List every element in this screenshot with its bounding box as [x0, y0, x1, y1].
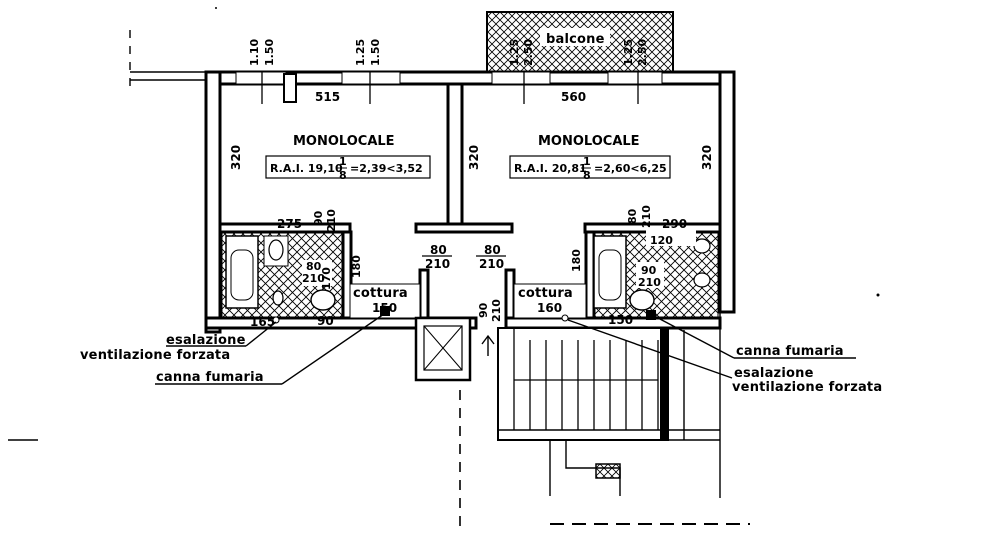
- bidet-right: [693, 272, 711, 288]
- bath-dimensions: 275 90 210 180 80 210 170 165 90 290 80 …: [250, 205, 687, 329]
- note-canna-right: canna fumaria: [736, 344, 844, 359]
- dim-door-l-h: 210: [425, 257, 450, 271]
- dim-door-r-h: 210: [479, 257, 504, 271]
- rai-right-den: 8: [583, 169, 591, 182]
- balcony: balcone: [486, 11, 674, 73]
- rai-left: R.A.I. 19,10: [270, 162, 343, 175]
- outer-walls: [130, 70, 736, 334]
- note-canna-left: canna fumaria: [156, 370, 264, 385]
- dim-515: 515: [315, 90, 340, 104]
- rai-right-num: 1: [583, 155, 591, 168]
- left-bathroom: [221, 231, 343, 319]
- room-name-right: MONOLOCALE: [538, 134, 640, 149]
- rai-left-result: =2,39<3,52: [350, 162, 423, 175]
- dim-window-l1b: 1.50: [263, 39, 276, 66]
- kitchen-left-w: 150: [372, 301, 397, 315]
- dim-window-r1b: 2.50: [522, 39, 535, 66]
- dim-window-r2b: 2.50: [636, 39, 649, 66]
- dim-bath-r-120: 120: [650, 234, 673, 247]
- balcony-label: balcone: [546, 32, 605, 47]
- bidet-left: [272, 290, 284, 306]
- stairwell: [414, 312, 721, 498]
- dim-bath-r-290: 290: [662, 217, 687, 231]
- sink-left: [310, 289, 336, 311]
- sink-right: [629, 289, 655, 311]
- note-ventilazione-right: ventilazione forzata: [732, 380, 882, 395]
- dim-bath-l-90b: 90: [317, 314, 334, 328]
- dim-bath-l-180: 180: [350, 255, 363, 278]
- dim-bath-l-170: 170: [320, 267, 333, 290]
- rai-left-den: 8: [339, 169, 347, 182]
- annotations: esalazione ventilazione forzata canna fu…: [80, 333, 882, 395]
- note-esalazione-left: esalazione: [166, 333, 246, 348]
- dim-window-l2a: 1.25: [354, 39, 367, 66]
- left-room: MONOLOCALE R.A.I. 19,10 1 8 =2,39<3,52 5…: [229, 90, 431, 315]
- dim-entry-90: 90: [477, 302, 490, 318]
- dim-window-r1a: 1.25: [508, 39, 521, 66]
- door-dimensions: 80 210 80 210 90 210: [422, 243, 506, 322]
- toilet-left: [268, 239, 284, 261]
- kitchen-right: cottura: [518, 286, 573, 301]
- dim-bath-l-210b: 210: [302, 272, 325, 285]
- right-bathroom: [593, 228, 719, 319]
- dim-320-left: 320: [229, 145, 243, 170]
- dim-bath-l-165: 165: [250, 315, 275, 329]
- room-name-left: MONOLOCALE: [293, 134, 395, 149]
- leader-lines: [155, 313, 856, 385]
- kitchen-left: cottura: [353, 286, 408, 301]
- note-esalazione-right: esalazione: [734, 366, 814, 381]
- dim-bath-r-210: 210: [640, 205, 653, 228]
- rai-left-num: 1: [339, 155, 347, 168]
- dim-320-right-b: 320: [700, 145, 714, 170]
- toilet-right: [693, 238, 711, 254]
- rai-right: R.A.I. 20,81: [514, 162, 587, 175]
- kitchen-right-w: 160: [537, 301, 562, 315]
- dim-bath-r-150: 150: [608, 313, 633, 327]
- dim-bath-r-210b: 210: [638, 276, 661, 289]
- rai-right-result: =2,60<6,25: [594, 162, 667, 175]
- dim-bath-r-180: 180: [570, 249, 583, 272]
- dashed-lines: [8, 30, 750, 530]
- dim-entry-210: 210: [490, 299, 503, 322]
- dim-bath-r-80: 80: [626, 208, 639, 224]
- dim-window-l1a: 1.10: [248, 39, 261, 66]
- dim-door-r-w: 80: [484, 243, 501, 257]
- dim-window-r2a: 1.25: [622, 39, 635, 66]
- note-ventilazione-left: ventilazione forzata: [80, 348, 230, 363]
- window-dimensions: 1.10 1.50 1.25 1.50 1.25 2.50 1.25 2.50: [248, 39, 649, 104]
- dim-bath-l-210: 210: [325, 209, 338, 232]
- dim-320-right-a: 320: [467, 145, 481, 170]
- dim-bath-l-275: 275: [277, 217, 302, 231]
- dim-bath-l-80: 80: [306, 260, 322, 273]
- right-room: MONOLOCALE R.A.I. 20,81 1 8 =2,60<6,25 5…: [467, 90, 714, 315]
- dim-door-l-w: 80: [430, 243, 447, 257]
- dim-bath-r-90: 90: [641, 264, 657, 277]
- dim-bath-l-90: 90: [312, 210, 325, 226]
- dim-window-l2b: 1.50: [369, 39, 382, 66]
- dim-560: 560: [561, 90, 586, 104]
